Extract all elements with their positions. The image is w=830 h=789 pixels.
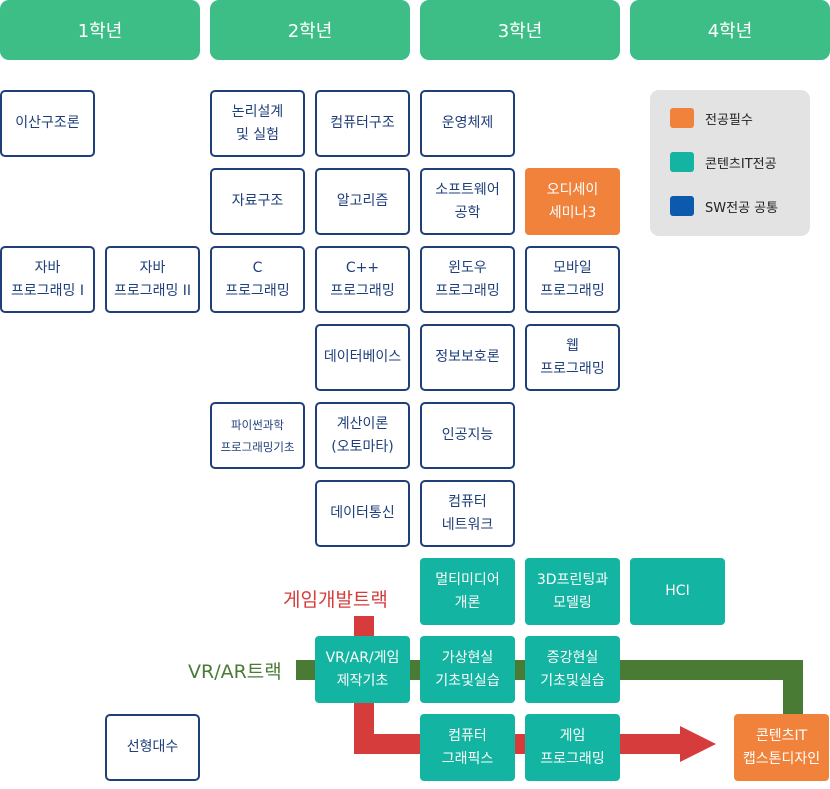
course-automata[interactable]: 계산이론 (오토마타) (315, 402, 410, 469)
legend-item-major-required: 전공필수 (670, 108, 753, 128)
course-virtual-reality[interactable]: 가상현실 기초및실습 (420, 636, 515, 703)
legend-label: SW전공 공통 (705, 200, 779, 216)
course-database[interactable]: 데이터베이스 (315, 324, 410, 391)
course-ai[interactable]: 인공지능 (420, 402, 515, 469)
course-algorithms[interactable]: 알고리즘 (315, 168, 410, 235)
course-computer-architecture[interactable]: 컴퓨터구조 (315, 90, 410, 157)
legend-swatch-blue (670, 196, 694, 216)
legend: 전공필수 콘텐츠IT전공 SW전공 공통 (650, 90, 810, 236)
course-cpp-programming[interactable]: C++ 프로그래밍 (315, 246, 410, 313)
header-year-3: 3학년 (420, 0, 620, 60)
course-linear-algebra[interactable]: 선형대수 (105, 714, 200, 781)
legend-label: 전공필수 (705, 112, 753, 128)
course-data-structures[interactable]: 자료구조 (210, 168, 305, 235)
course-3d-printing[interactable]: 3D프린팅과 모델링 (525, 558, 620, 625)
header-year-1: 1학년 (0, 0, 200, 60)
vrar-track-label: VR/AR트랙 (188, 661, 282, 683)
course-logic-design[interactable]: 논리설계 및 실험 (210, 90, 305, 157)
course-capstone[interactable]: 콘텐츠IT 캡스톤디자인 (734, 714, 829, 781)
course-operating-systems[interactable]: 운영체제 (420, 90, 515, 157)
course-python[interactable]: 파이썬과학 프로그래밍기초 (210, 402, 305, 469)
course-computer-network[interactable]: 컴퓨터 네트워크 (420, 480, 515, 547)
course-augmented-reality[interactable]: 증강현실 기초및실습 (525, 636, 620, 703)
course-software-engineering[interactable]: 소프트웨어 공학 (420, 168, 515, 235)
header-year-2: 2학년 (210, 0, 410, 60)
course-vr-ar-game[interactable]: VR/AR/게임 제작기초 (315, 636, 410, 703)
course-multimedia[interactable]: 멀티미디어 개론 (420, 558, 515, 625)
game-track-label: 게임개발트랙 (283, 589, 388, 611)
course-c-programming[interactable]: C 프로그래밍 (210, 246, 305, 313)
legend-item-sw-common: SW전공 공통 (670, 196, 778, 216)
course-mobile-programming[interactable]: 모바일 프로그래밍 (525, 246, 620, 313)
course-windows-programming[interactable]: 윈도우 프로그래밍 (420, 246, 515, 313)
course-computer-graphics[interactable]: 컴퓨터 그래픽스 (420, 714, 515, 781)
course-java-1[interactable]: 자바 프로그래밍 I (0, 246, 95, 313)
header-year-4: 4학년 (630, 0, 830, 60)
course-web-programming[interactable]: 웹 프로그래밍 (525, 324, 620, 391)
course-information-security[interactable]: 정보보호론 (420, 324, 515, 391)
legend-label: 콘텐츠IT전공 (705, 156, 777, 172)
legend-swatch-teal (670, 152, 694, 172)
game-track-arrowhead (680, 726, 716, 762)
course-data-communication[interactable]: 데이터통신 (315, 480, 410, 547)
legend-item-content-it: 콘텐츠IT전공 (670, 152, 777, 172)
course-odyssey-seminar[interactable]: 오디세이 세미나3 (525, 168, 620, 235)
legend-swatch-orange (670, 108, 694, 128)
course-hci[interactable]: HCI (630, 558, 725, 625)
course-discrete-math[interactable]: 이산구조론 (0, 90, 95, 157)
course-game-programming[interactable]: 게임 프로그래밍 (525, 714, 620, 781)
course-java-2[interactable]: 자바 프로그래밍 II (105, 246, 200, 313)
